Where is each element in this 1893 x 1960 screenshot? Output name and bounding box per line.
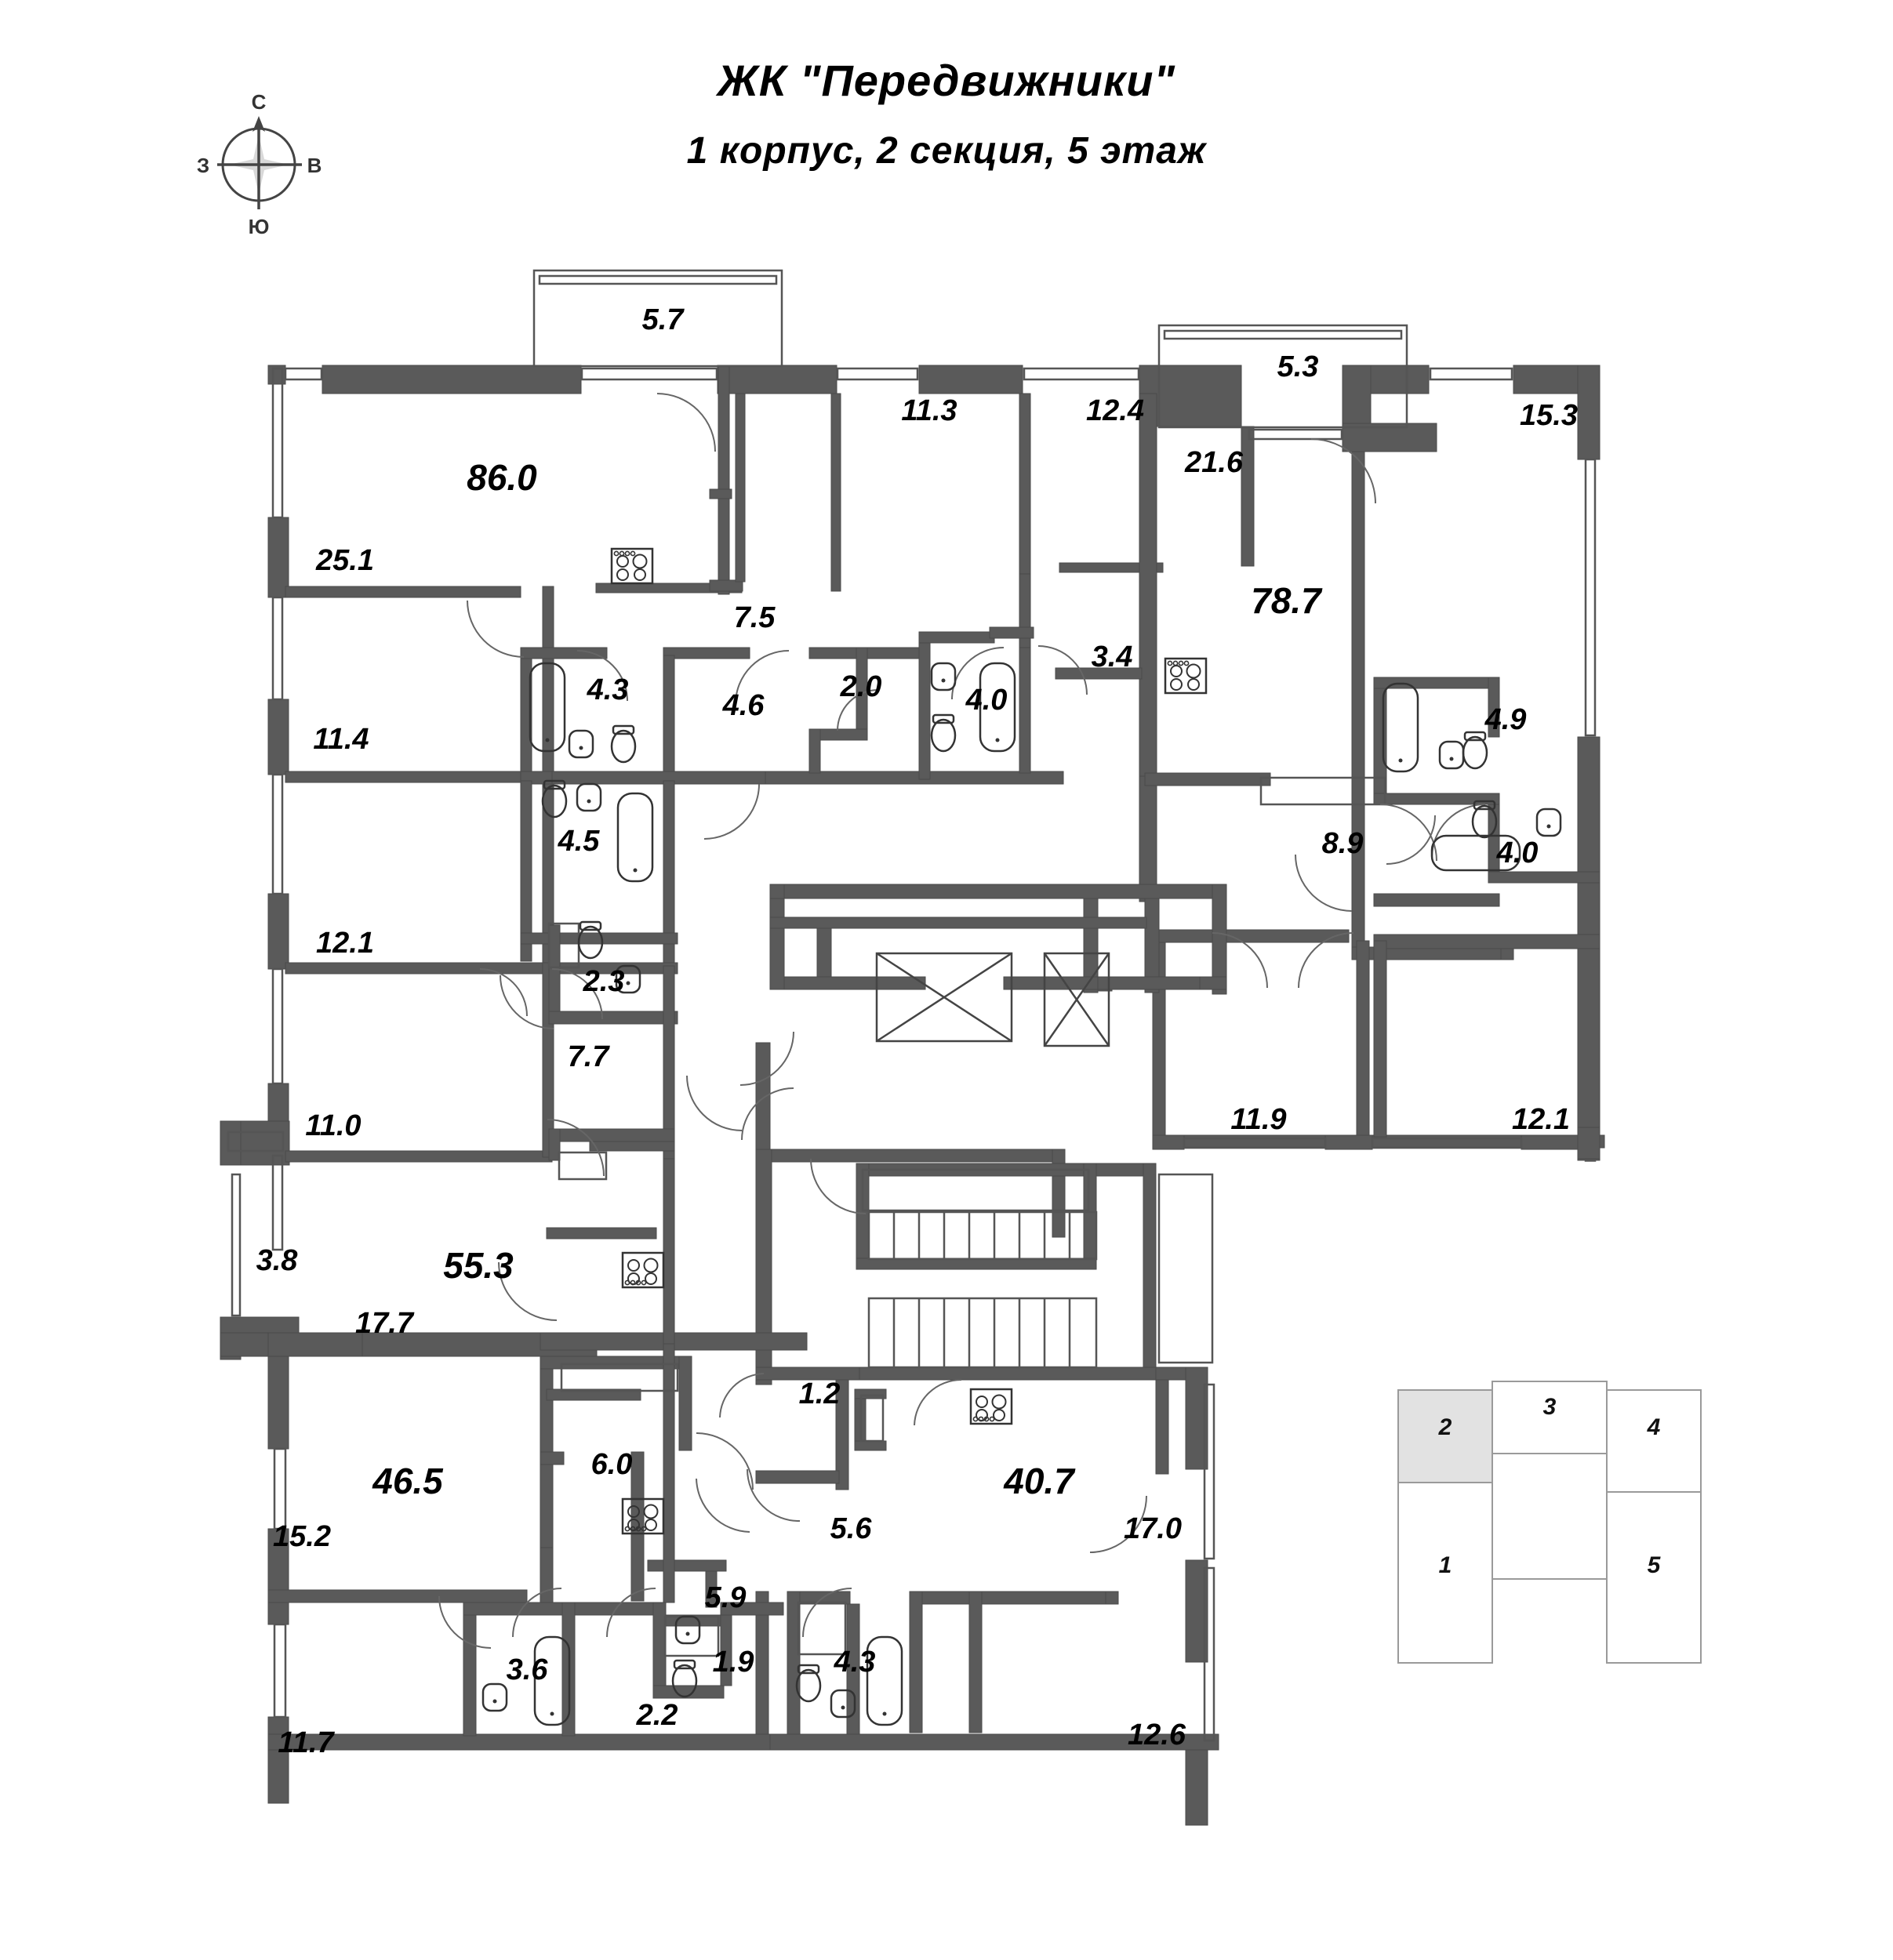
compass-rose: С В Ю З <box>197 90 322 238</box>
key-section-label-1[interactable]: 1 <box>1439 1552 1452 1578</box>
room-area-room-17-0: 17.0 <box>1124 1512 1182 1545</box>
key-section-label-2[interactable]: 2 <box>1438 1414 1452 1440</box>
room-area-room-15-2: 15.2 <box>273 1520 331 1553</box>
elevator-shaft-large <box>875 952 1013 1043</box>
door-swing-group <box>438 393 1486 1649</box>
key-section-2-shape <box>1397 1389 1493 1483</box>
room-area-room-3-4: 3.4 <box>1092 641 1133 673</box>
compass-north-label: С <box>252 90 267 114</box>
room-area-wc-2-2: 2.2 <box>636 1699 678 1732</box>
room-area-balcony-5-3: 5.3 <box>1277 350 1319 383</box>
room-area-room-11-3: 11.3 <box>901 394 957 427</box>
room-area-room-11-7: 11.7 <box>278 1726 335 1759</box>
room-area-room-11-9: 11.9 <box>1230 1103 1286 1136</box>
room-area-bath-4-0-a: 4.0 <box>965 684 1008 717</box>
building-section-key[interactable]: 1 2 3 4 5 <box>1397 1381 1702 1664</box>
wall-group <box>220 365 1605 1826</box>
elevator-shaft-small <box>1043 952 1110 1047</box>
room-area-room-17-7: 17.7 <box>355 1307 415 1340</box>
apartment-total-apt-86: 86.0 <box>467 457 537 498</box>
room-area-bath-3-6: 3.6 <box>507 1653 549 1686</box>
apartment-total-apt-46: 46.5 <box>372 1461 444 1501</box>
room-area-hall-7-5: 7.5 <box>734 601 776 634</box>
stove-icon-55 <box>621 1251 665 1289</box>
room-area-room-11-4: 11.4 <box>313 723 369 756</box>
room-area-balcony-5-7: 5.7 <box>642 303 685 336</box>
room-area-room-12-6: 12.6 <box>1128 1719 1186 1751</box>
compass-south-label: Ю <box>249 215 270 238</box>
apartment-total-apt-40: 40.7 <box>1003 1461 1076 1501</box>
room-area-room-12-1-b: 12.1 <box>1512 1103 1570 1136</box>
staircase <box>867 1210 1098 1369</box>
room-area-hall-4-6: 4.6 <box>722 689 765 722</box>
stove-icon-78 <box>1164 657 1208 695</box>
room-area-bath-4-9: 4.9 <box>1484 703 1527 736</box>
room-area-balcony-3-8: 3.8 <box>256 1244 299 1277</box>
room-area-room-15-3: 15.3 <box>1520 399 1578 432</box>
room-area-room-11-0: 11.0 <box>305 1109 361 1142</box>
room-area-room-12-4: 12.4 <box>1086 394 1144 427</box>
room-area-kitchen-6-0: 6.0 <box>591 1448 633 1481</box>
key-section-label-3[interactable]: 3 <box>1543 1394 1557 1420</box>
stove-icon-86 <box>610 547 654 585</box>
room-area-hall-7-7: 7.7 <box>568 1040 611 1073</box>
key-section-label-4[interactable]: 4 <box>1647 1414 1661 1440</box>
key-courtyard-shape <box>1492 1453 1608 1580</box>
key-section-1-shape <box>1397 1482 1493 1664</box>
compass-east-label: В <box>307 154 322 177</box>
room-area-room-12-1-a: 12.1 <box>316 927 374 960</box>
room-area-hall-5-9: 5.9 <box>705 1581 747 1614</box>
key-section-label-5[interactable]: 5 <box>1648 1552 1662 1578</box>
apartment-total-apt-78: 78.7 <box>1251 580 1323 621</box>
room-area-bath-4-0-b: 4.0 <box>1496 837 1539 869</box>
room-area-store-1-2: 1.2 <box>799 1377 841 1410</box>
room-area-hall-5-6: 5.6 <box>830 1512 873 1545</box>
room-area-hall-8-9: 8.9 <box>1322 827 1364 860</box>
room-area-store-1-9: 1.9 <box>713 1646 754 1679</box>
apartment-total-apt-55: 55.3 <box>443 1245 514 1286</box>
room-area-bath-4-3: 4.3 <box>587 673 629 706</box>
stove-icon-40 <box>969 1388 1013 1425</box>
room-area-wc-2-0: 2.0 <box>840 670 882 703</box>
room-area-wc-2-3: 2.3 <box>583 965 625 998</box>
key-section-5-shape <box>1606 1491 1702 1664</box>
room-area-bath-4-3-b: 4.3 <box>834 1646 876 1679</box>
elevator-group <box>875 952 1110 1047</box>
thin-outline-group <box>227 269 1597 1742</box>
key-section-4-shape <box>1606 1389 1702 1493</box>
room-area-room-21-6: 21.6 <box>1184 446 1244 479</box>
room-area-room-25-1: 25.1 <box>315 544 374 577</box>
room-area-bath-4-5: 4.5 <box>558 825 601 858</box>
compass-west-label: З <box>197 154 209 177</box>
key-section-3-shape <box>1492 1381 1608 1454</box>
